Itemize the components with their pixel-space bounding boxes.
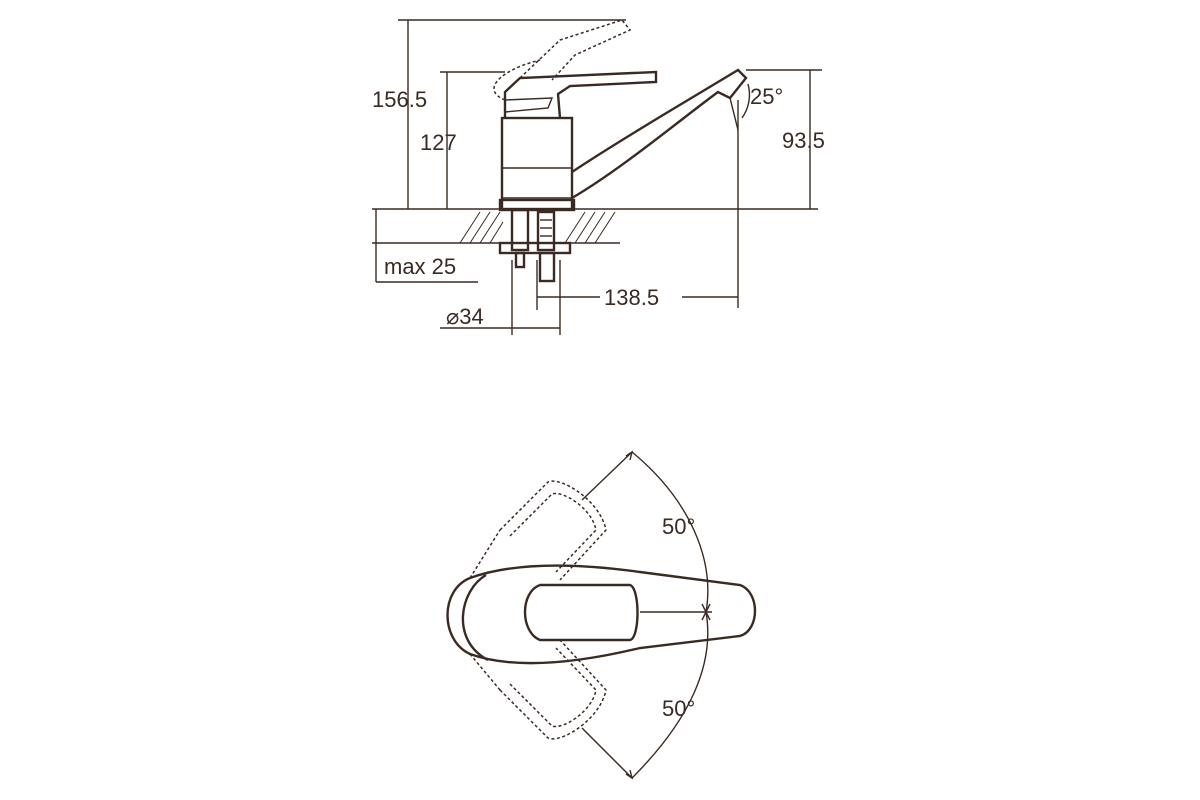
rotation-arrow-mid-down (701, 610, 711, 621)
lever-top (523, 583, 639, 642)
top-view: 50° 50° (446, 450, 757, 780)
countertop-hatch-left (459, 211, 504, 244)
dim-diameter-label: ⌀34 (446, 304, 484, 329)
faucet-body (500, 116, 574, 211)
lever-rotated-right-outer (499, 639, 607, 740)
mounting-nut (498, 241, 572, 255)
side-view: 156.5 127 93.5 25° max 25 138.5 ⌀34 (372, 19, 825, 335)
lever-raised-curve (493, 59, 541, 101)
dim-reach-label: 138.5 (604, 285, 659, 310)
rotation-left-label: 50° (662, 514, 695, 539)
lever-handle (503, 70, 658, 119)
dim-spout-height-label: 93.5 (782, 128, 825, 153)
rotation-arrow-top (625, 450, 634, 461)
rotation-limit-right (581, 727, 633, 779)
spout (571, 68, 748, 200)
hose-fitting-left (514, 251, 526, 269)
lever-rotated-right-link (469, 653, 501, 691)
spout-angle-leg (729, 97, 739, 131)
lever-rotated-left-link (469, 529, 501, 579)
lever-raised-outline (519, 19, 632, 81)
rotation-limit-left (581, 451, 633, 501)
dim-mount-thickness-label: max 25 (384, 254, 456, 279)
hose-fitting-right (538, 251, 556, 283)
mounting-stud (536, 210, 556, 252)
countertop-hatch-right (564, 211, 616, 244)
spout-angle-label: 25° (750, 84, 783, 109)
rotation-arrow-bottom (625, 769, 634, 780)
dim-total-height-label: 156.5 (372, 87, 427, 112)
dim-body-height-label: 127 (420, 130, 457, 155)
faucet-base-plate (498, 198, 576, 212)
rotation-right-label: 50° (662, 696, 695, 721)
rotation-arc (631, 451, 709, 779)
spout-angle-arc (741, 83, 751, 119)
shank (510, 208, 530, 252)
lever-rotated-left-inner (509, 492, 597, 573)
spout-top-outline (446, 564, 757, 665)
lever-rotated-left-outer (499, 480, 607, 581)
base-disc-edge (461, 573, 489, 662)
lever-cap (504, 97, 554, 113)
